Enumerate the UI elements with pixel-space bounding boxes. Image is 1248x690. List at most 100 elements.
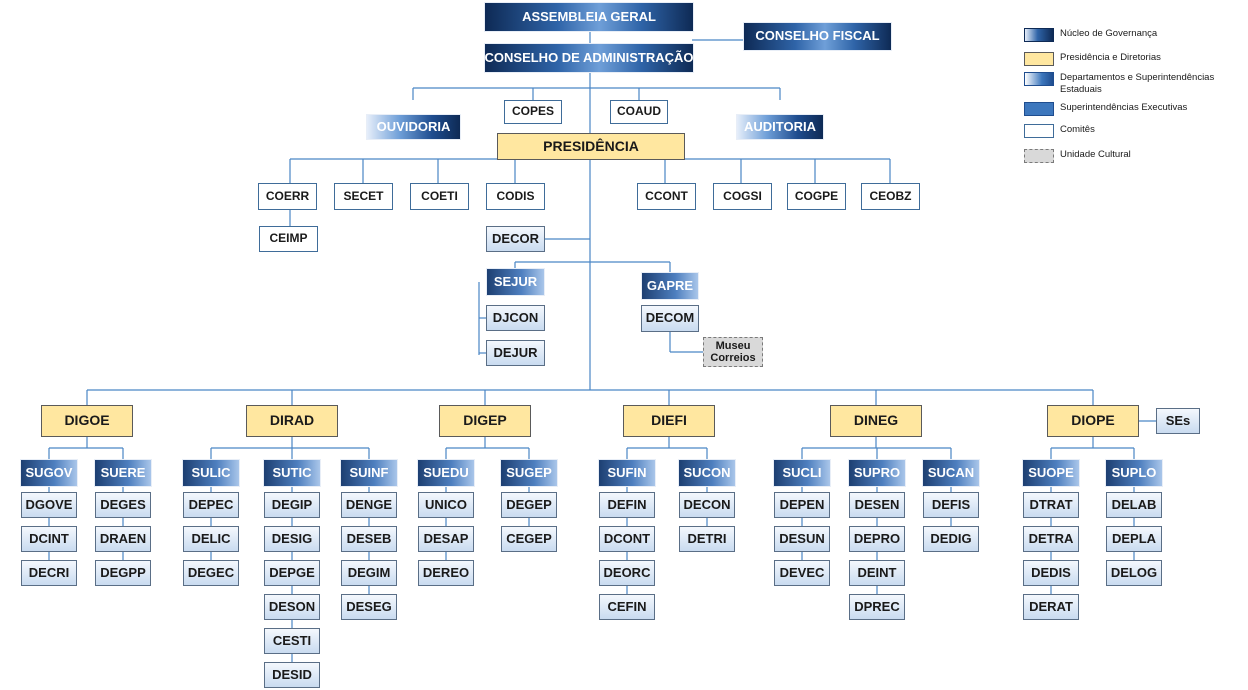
- presidencia: PRESIDÊNCIA: [497, 133, 685, 160]
- museu-correios: Museu Correios: [703, 337, 763, 367]
- unit-decom: DECOM: [641, 305, 699, 332]
- department-dprec: DPREC: [849, 594, 905, 620]
- department-decri: DECRI: [21, 560, 77, 586]
- auditoria: AUDITORIA: [736, 114, 824, 140]
- committee-cogsi: COGSI: [713, 183, 772, 210]
- department-dedis: DEDIS: [1023, 560, 1079, 586]
- directorate-dirad: DIRAD: [246, 405, 338, 437]
- legend-label: Presidência e Diretorias: [1060, 52, 1161, 63]
- department-depec: DEPEC: [183, 492, 239, 518]
- legend-item: Departamentos e Superintendências Estadu…: [1024, 72, 1248, 96]
- department-draen: DRAEN: [95, 526, 151, 552]
- legend-label: Unidade Cultural: [1060, 149, 1131, 160]
- superintendency-sutic: SUTIC: [263, 459, 321, 487]
- department-devec: DEVEC: [774, 560, 830, 586]
- department-degim: DEGIM: [341, 560, 397, 586]
- department-desen: DESEN: [849, 492, 905, 518]
- committee-ccont: CCONT: [637, 183, 696, 210]
- department-dcint: DCINT: [21, 526, 77, 552]
- department-depen: DEPEN: [774, 492, 830, 518]
- legend-item: Núcleo de Governança: [1024, 28, 1248, 42]
- superintendency-supro: SUPRO: [848, 459, 906, 487]
- superintendency-sucon: SUCON: [678, 459, 736, 487]
- department-degec: DEGEC: [183, 560, 239, 586]
- legend-label: Comitês: [1060, 124, 1095, 135]
- department-delab: DELAB: [1106, 492, 1162, 518]
- committee-ceobz: CEOBZ: [861, 183, 920, 210]
- department-desap: DESAP: [418, 526, 474, 552]
- legend-item: Comitês: [1024, 124, 1248, 138]
- legend-swatch: [1024, 149, 1054, 163]
- superintendency-suplo: SUPLO: [1105, 459, 1163, 487]
- directorate-diope: DIOPE: [1047, 405, 1139, 437]
- unit-gapre: GAPRE: [641, 272, 699, 300]
- department-dereo: DEREO: [418, 560, 474, 586]
- department-denge: DENGE: [341, 492, 397, 518]
- department-dtrat: DTRAT: [1023, 492, 1079, 518]
- directorate-diefi: DIEFI: [623, 405, 715, 437]
- committee-ceimp: CEIMP: [259, 226, 318, 252]
- department-defis: DEFIS: [923, 492, 979, 518]
- department-defin: DEFIN: [599, 492, 655, 518]
- department-dcont: DCONT: [599, 526, 655, 552]
- department-deint: DEINT: [849, 560, 905, 586]
- department-degep: DEGEP: [501, 492, 557, 518]
- unit-sejur: SEJUR: [486, 268, 545, 296]
- department-cesti: CESTI: [264, 628, 320, 654]
- legend-swatch: [1024, 52, 1054, 66]
- department-delog: DELOG: [1106, 560, 1162, 586]
- department-cegep: CEGEP: [501, 526, 557, 552]
- department-detra: DETRA: [1023, 526, 1079, 552]
- department-depla: DEPLA: [1106, 526, 1162, 552]
- department-derat: DERAT: [1023, 594, 1079, 620]
- department-deorc: DEORC: [599, 560, 655, 586]
- legend-item: Unidade Cultural: [1024, 149, 1248, 163]
- committee-codis: CODIS: [486, 183, 545, 210]
- unit-dejur: DEJUR: [486, 340, 545, 366]
- committee-coaud: COAUD: [610, 100, 668, 124]
- legend-swatch: [1024, 72, 1054, 86]
- ouvidoria: OUVIDORIA: [366, 114, 461, 140]
- legend-label: Núcleo de Governança: [1060, 28, 1158, 39]
- department-dedig: DEDIG: [923, 526, 979, 552]
- department-depge: DEPGE: [264, 560, 320, 586]
- superintendency-suope: SUOPE: [1022, 459, 1080, 487]
- directorate-digoe: DIGOE: [41, 405, 133, 437]
- department-dgove: DGOVE: [21, 492, 77, 518]
- unit-ses: SEs: [1156, 408, 1200, 434]
- superintendency-sugov: SUGOV: [20, 459, 78, 487]
- committee-coerr: COERR: [258, 183, 317, 210]
- committee-copes: COPES: [504, 100, 562, 124]
- legend-label: Departamentos e Superintendências Estadu…: [1060, 72, 1215, 95]
- legend-swatch: [1024, 124, 1054, 138]
- legend-swatch: [1024, 28, 1054, 42]
- department-desig: DESIG: [264, 526, 320, 552]
- conselho-administracao: CONSELHO DE ADMINISTRAÇÃO: [484, 43, 694, 73]
- superintendency-sulic: SULIC: [182, 459, 240, 487]
- directorate-dineg: DINEG: [830, 405, 922, 437]
- department-deges: DEGES: [95, 492, 151, 518]
- committee-secet: SECET: [334, 183, 393, 210]
- assembleia-geral: ASSEMBLEIA GERAL: [484, 2, 694, 32]
- committee-cogpe: COGPE: [787, 183, 846, 210]
- department-degpp: DEGPP: [95, 560, 151, 586]
- department-deseb: DESEB: [341, 526, 397, 552]
- legend-item: Presidência e Diretorias: [1024, 52, 1248, 66]
- department-depro: DEPRO: [849, 526, 905, 552]
- unit-decor: DECOR: [486, 226, 545, 252]
- legend-label: Superintendências Executivas: [1060, 102, 1188, 113]
- superintendency-sucan: SUCAN: [922, 459, 980, 487]
- department-desun: DESUN: [774, 526, 830, 552]
- department-unico: UNICO: [418, 492, 474, 518]
- superintendency-sucli: SUCLI: [773, 459, 831, 487]
- committee-coeti: COETI: [410, 183, 469, 210]
- superintendency-sufin: SUFIN: [598, 459, 656, 487]
- department-cefin: CEFIN: [599, 594, 655, 620]
- directorate-digep: DIGEP: [439, 405, 531, 437]
- superintendency-sugep: SUGEP: [500, 459, 558, 487]
- department-desid: DESID: [264, 662, 320, 688]
- department-deson: DESON: [264, 594, 320, 620]
- superintendency-suedu: SUEDU: [417, 459, 475, 487]
- department-decon: DECON: [679, 492, 735, 518]
- superintendency-suinf: SUINF: [340, 459, 398, 487]
